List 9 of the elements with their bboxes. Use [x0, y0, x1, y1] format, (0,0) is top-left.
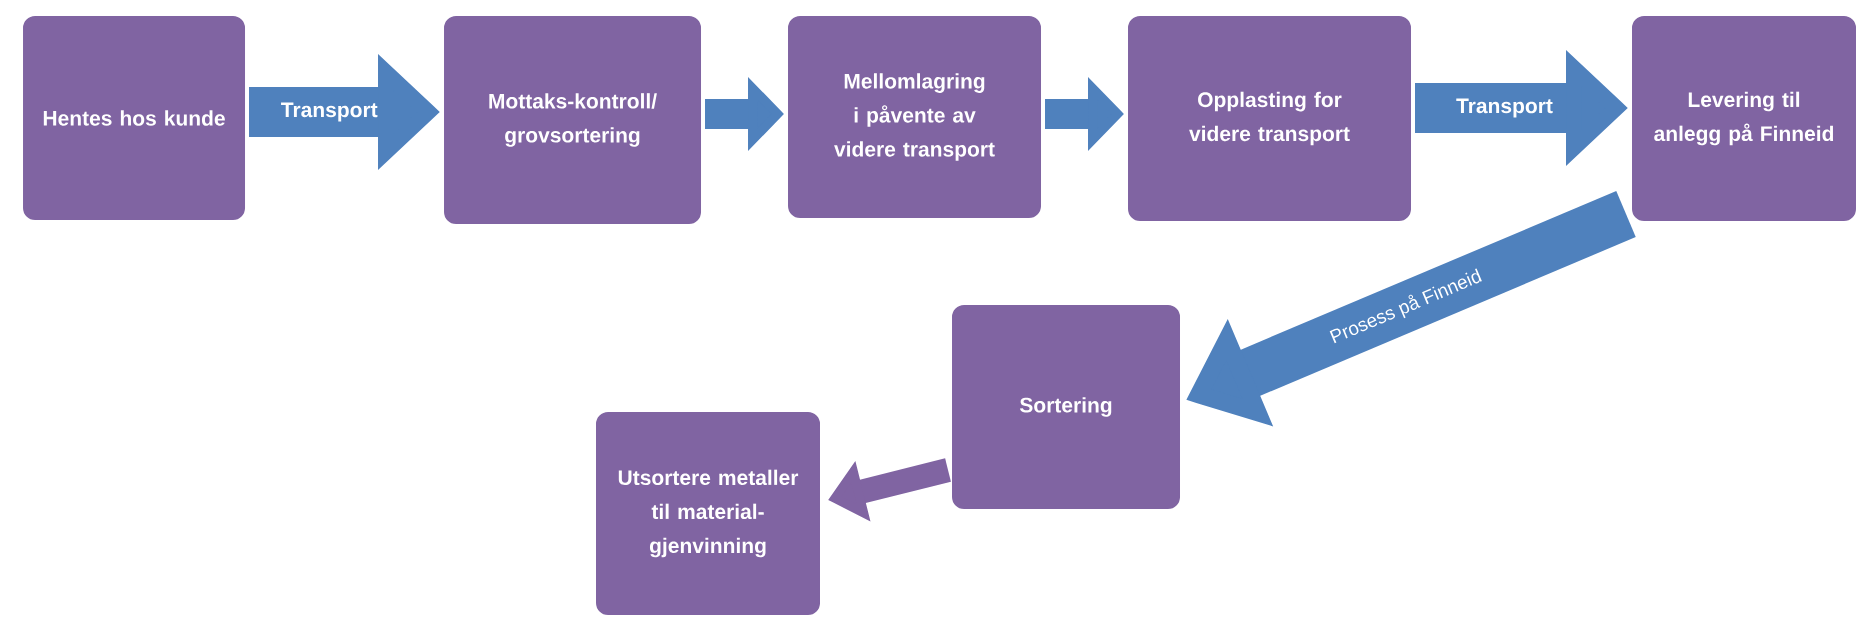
process-box: Utsortere metaller til material-gjenvinning — [592, 408, 824, 619]
process-box: Sortering — [948, 301, 1184, 513]
process-box: Opplasting for videre transport — [1124, 12, 1415, 225]
process-box: Hentes hos kunde — [19, 12, 249, 224]
process-box: Mottaks-kontroll/ grovsortering — [440, 12, 705, 228]
process-box: Levering til anlegg på Finneid — [1628, 12, 1860, 225]
process-box: Mellomlagring i påvente av videre transport — [784, 12, 1045, 222]
edge-label: Transport — [1456, 98, 1553, 118]
edge-label: Transport — [281, 102, 378, 122]
